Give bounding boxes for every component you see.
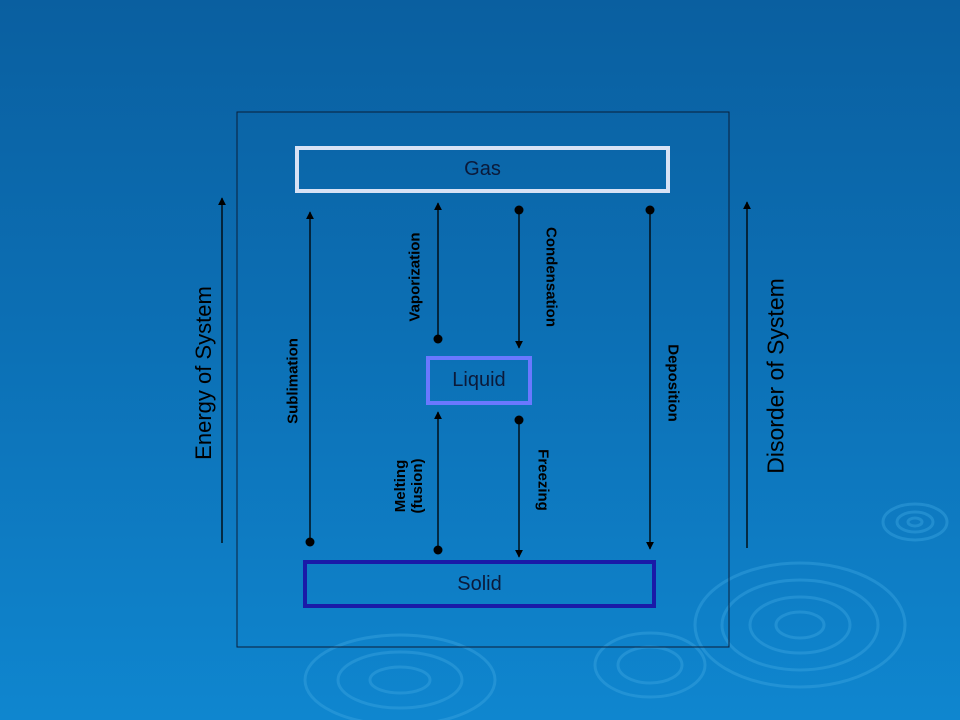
gas-box: Gas bbox=[295, 146, 670, 193]
diagram-frame bbox=[236, 111, 730, 648]
solid-label: Solid bbox=[457, 572, 502, 595]
sublimation-dot bbox=[305, 537, 315, 547]
disorder-axis-label: Disorder of System bbox=[762, 278, 789, 474]
vaporization-dot bbox=[433, 334, 443, 344]
energy-axis-label: Energy of System bbox=[191, 286, 216, 460]
melting-label: Melting (fusion) bbox=[392, 458, 426, 514]
condensation-label: Condensation bbox=[542, 227, 560, 327]
condensation-dot bbox=[514, 205, 524, 215]
freezing-dot bbox=[514, 415, 524, 425]
gas-label: Gas bbox=[464, 158, 501, 180]
deposition-label: Deposition bbox=[664, 344, 682, 422]
vaporization-label: Vaporization bbox=[406, 232, 424, 322]
freezing-label: Freezing bbox=[534, 449, 552, 511]
deposition-dot bbox=[645, 205, 655, 215]
liquid-box: Liquid bbox=[426, 356, 532, 405]
sublimation-label: Sublimation bbox=[284, 338, 302, 424]
ripple-decoration bbox=[303, 502, 949, 720]
liquid-label: Liquid bbox=[452, 369, 506, 391]
melting-dot bbox=[433, 545, 443, 555]
solid-box: Solid bbox=[303, 560, 656, 608]
